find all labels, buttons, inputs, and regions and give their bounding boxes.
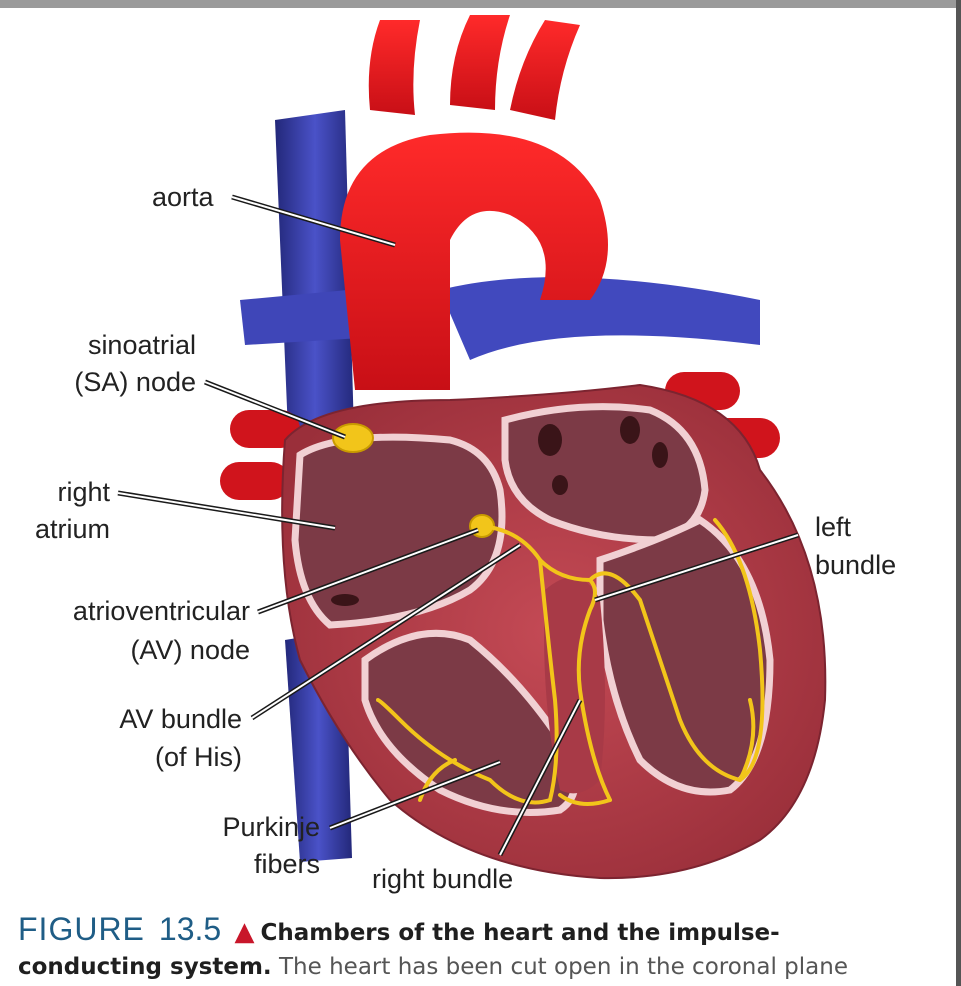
aortic-branch-1 [369,20,420,115]
pulmonary-trunk [440,277,760,360]
aortic-branch-3 [510,20,580,120]
label-purkinje-line1: Purkinje [150,810,320,845]
label-right-atrium-line2: atrium [10,512,110,547]
caption-line-1: FIGURE 13.5 ▲Chambers of the heart and th… [18,912,948,950]
label-av-bundle-line1: AV bundle [20,702,242,737]
label-aorta: aorta [152,180,214,215]
triangle-icon: ▲ [234,917,254,947]
label-av-bundle-line2: (of His) [20,740,242,775]
label-sa-node-line2: (SA) node [38,365,196,400]
label-left-bundle-line1: left [815,510,851,545]
pulmonary-vein-2 [220,462,290,500]
caption-body: The heart has been cut open in the coron… [279,954,848,980]
caption-figure-number: 13.5 [159,911,221,947]
label-left-bundle-line2: bundle [815,548,896,583]
caption-title-line2: conducting system. [18,954,272,980]
caption-figure-word: FIGURE [18,911,145,947]
label-sa-node-line1: sinoatrial [38,328,196,363]
label-av-node-line2: (AV) node [20,633,250,668]
aortic-branch-2 [450,15,510,110]
caption-line-2: conducting system. The heart has been cu… [18,950,948,984]
label-purkinje-line2: fibers [150,847,320,882]
figure-caption: FIGURE 13.5 ▲Chambers of the heart and th… [18,912,948,984]
sa-node [333,424,373,452]
label-av-node-line1: atrioventricular [20,594,250,629]
label-right-atrium-line1: right [20,475,110,510]
label-right-bundle: right bundle [372,862,513,897]
caption-title-line1: Chambers of the heart and the impulse- [260,920,779,946]
